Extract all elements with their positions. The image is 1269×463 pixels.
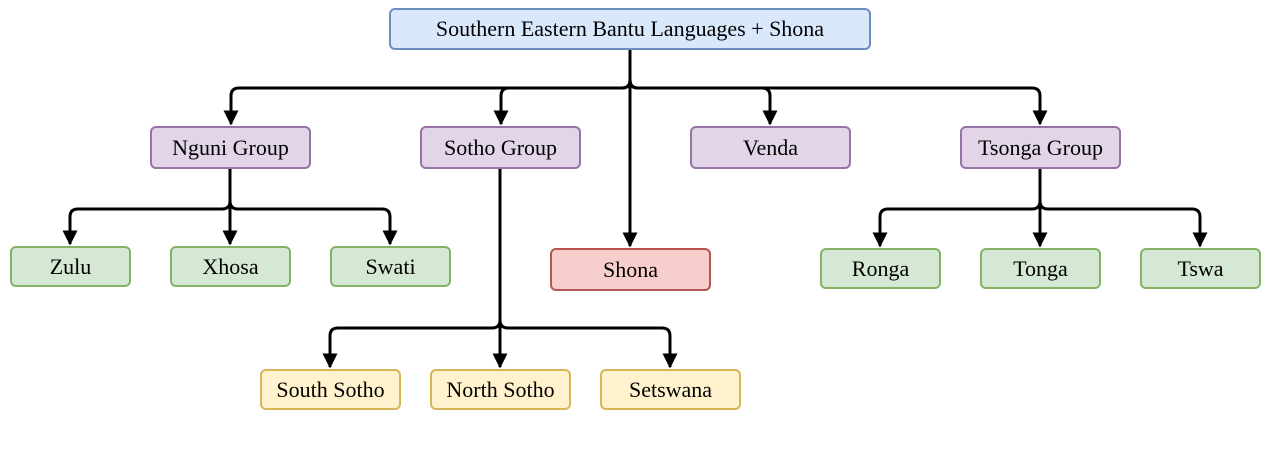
node-swati: Swati bbox=[330, 246, 451, 287]
node-north-sotho: North Sotho bbox=[430, 369, 571, 410]
node-shona: Shona bbox=[550, 248, 711, 291]
node-tonga: Tonga bbox=[980, 248, 1101, 289]
node-tswa: Tswa bbox=[1140, 248, 1261, 289]
node-root: Southern Eastern Bantu Languages + Shona bbox=[389, 8, 871, 50]
node-nguni-group: Nguni Group bbox=[150, 126, 311, 169]
edge-tsonga-ronga bbox=[872, 169, 1042, 248]
node-venda: Venda bbox=[690, 126, 851, 169]
edge-nguni-zulu bbox=[62, 169, 232, 246]
edge-root-sotho bbox=[493, 50, 632, 126]
edge-nguni-swati bbox=[228, 169, 398, 246]
node-south-sotho: South Sotho bbox=[260, 369, 401, 410]
node-tsonga-group: Tsonga Group bbox=[960, 126, 1121, 169]
edge-sotho-setswana bbox=[498, 169, 678, 369]
node-setswana: Setswana bbox=[600, 369, 741, 410]
node-zulu: Zulu bbox=[10, 246, 131, 287]
edge-tsonga-tswa bbox=[1038, 169, 1208, 248]
node-ronga: Ronga bbox=[820, 248, 941, 289]
node-xhosa: Xhosa bbox=[170, 246, 291, 287]
edge-root-tsonga bbox=[628, 50, 1048, 126]
node-sotho-group: Sotho Group bbox=[420, 126, 581, 169]
